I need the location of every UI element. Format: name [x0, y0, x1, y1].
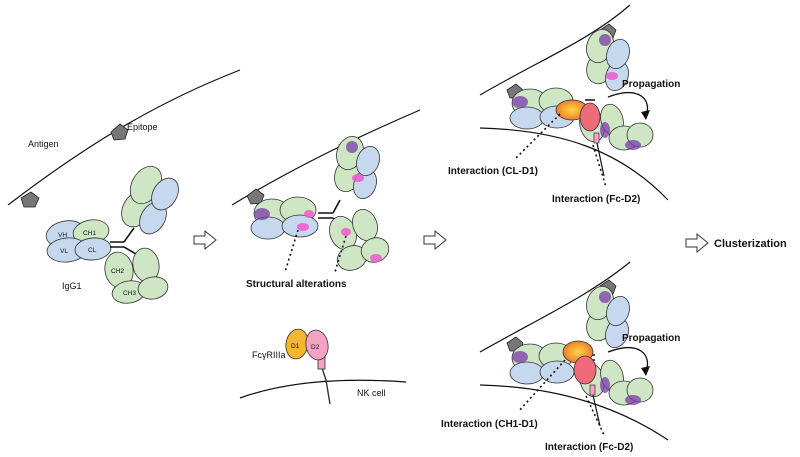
- ch3-domain: [137, 276, 169, 300]
- vl-label: VL: [60, 248, 68, 255]
- antigen-membrane: [231, 109, 421, 206]
- receptor-label: FcγRIIIa: [252, 350, 286, 360]
- epitope-icon: [20, 191, 40, 208]
- nk-cell-membrane: [239, 379, 407, 399]
- d2-domain: [305, 329, 329, 361]
- upper-fab-domain: [151, 177, 179, 211]
- d1-label: D1: [291, 343, 300, 350]
- propagation-label-bottom: Propagation: [622, 333, 680, 344]
- structural-alterations-label: Structural alterations: [246, 279, 347, 290]
- propagation-label-top: Propagation: [622, 79, 680, 90]
- epitope-icon: [246, 188, 265, 205]
- receptor-linker: [593, 132, 600, 144]
- nk-cell-membrane: [479, 384, 669, 441]
- interaction-fc-d2-top-label: Interaction (Fc-D2): [552, 194, 640, 205]
- igg1-label: IgG1: [62, 281, 82, 291]
- receptor-linker: [589, 384, 596, 396]
- antigen-membrane: [479, 4, 631, 96]
- d2-label: D2: [311, 344, 320, 351]
- hinge: [110, 227, 137, 255]
- clusterization-label: Clusterization: [714, 238, 787, 250]
- ch2-label: CH2: [111, 268, 124, 275]
- epitope-label: Epitope: [127, 122, 158, 132]
- interaction-ch1-d1-label: Interaction (CH1-D1): [441, 419, 538, 430]
- interaction-cl-d1-label: Interaction (CL-D1): [448, 166, 538, 177]
- ch3-label: CH3: [123, 290, 136, 297]
- panel-3-top-cl-d1: Propagation Interaction (CL-D1) Interact…: [448, 4, 680, 205]
- antigen-membrane: [479, 261, 631, 353]
- ch1-label: CH1: [83, 230, 96, 237]
- arrow-2-icon: [423, 230, 447, 250]
- arrow-3-icon: [685, 233, 709, 253]
- interaction-fc-d2-bottom-label: Interaction (Fc-D2): [545, 442, 633, 453]
- panel-2-bound-igg1: Structural alterations NK cell D1 D2 Fcγ…: [231, 109, 421, 405]
- vh-label: VH: [58, 232, 67, 239]
- nk-cell-membrane: [479, 127, 669, 201]
- cl-label: CL: [88, 247, 97, 254]
- d2-domain: [579, 102, 601, 132]
- nk-cell-label: NK cell: [357, 388, 386, 398]
- panel-3-bottom-ch1-d1: Propagation Interaction (CH1-D1) Interac…: [441, 261, 680, 453]
- d2-domain: [573, 355, 597, 385]
- antigen-label: Antigen: [28, 139, 59, 149]
- panel-1-free-igg1: Antigen Epitope VH CH1 VL CL CH2 CH3 IgG…: [7, 69, 241, 304]
- arrow-1-icon: [193, 230, 217, 250]
- epitope-icon: [110, 123, 129, 141]
